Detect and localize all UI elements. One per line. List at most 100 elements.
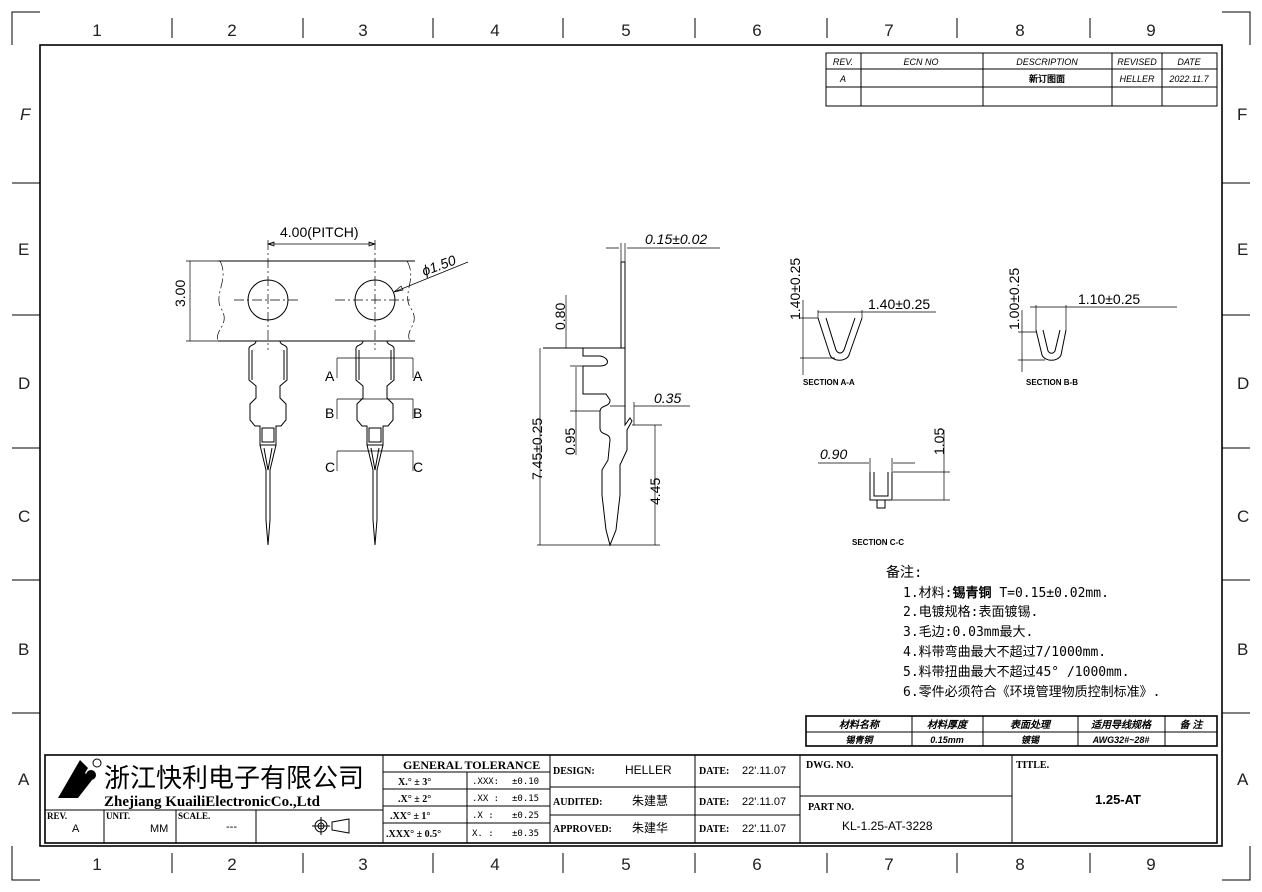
rev-value: A — [72, 823, 80, 835]
rev-label: REV. — [47, 811, 67, 821]
material-value: 0.15mm — [930, 735, 964, 745]
revision-table: REV. ECN NO DESCRIPTION REVISED DATE A 新… — [825, 52, 1218, 107]
zone-row-label: E — [1237, 240, 1248, 259]
zone-col-label: 1 — [92, 855, 101, 874]
tolerance-angle: .XXX° ± 0.5° — [386, 829, 441, 840]
zone-row-label: F — [1237, 105, 1247, 124]
drawing-title: 1.25-AT — [1095, 792, 1141, 807]
zone-labels-right: F E D C B A — [1237, 105, 1249, 789]
section-mark-a: A — [325, 368, 335, 384]
top-view: 4.00(PITCH) 3.00 ϕ1.50 A A B B C C — [172, 224, 469, 546]
zone-row-label: D — [18, 374, 30, 393]
gap-dimension: 0.95 — [562, 428, 578, 455]
note-item: 5.料带扭曲最大不超过45° /1000mm. — [903, 665, 1130, 680]
section-a-width: 1.40±0.25 — [868, 296, 930, 312]
scale-value: --- — [226, 821, 237, 833]
design-label: DESIGN: — [553, 766, 595, 777]
tolerance-title: GENERAL TOLERANCE — [403, 758, 540, 772]
zone-col-label: 7 — [884, 21, 893, 40]
note-item: 1.材料:锡青铜 T=0.15±0.02mm. — [903, 585, 1109, 601]
designer: HELLER — [625, 763, 672, 777]
zone-col-label: 9 — [1146, 21, 1155, 40]
zone-col-label: 4 — [490, 855, 499, 874]
company-logo — [58, 758, 102, 798]
zone-col-label: 8 — [1015, 21, 1024, 40]
material-value: AWG32#~28# — [1092, 735, 1150, 745]
audited-date: 22'.11.07 — [742, 796, 786, 808]
zone-col-label: 5 — [621, 21, 630, 40]
section-mark-c: C — [413, 459, 423, 475]
tab-height-dimension: 0.80 — [552, 303, 568, 330]
zone-col-label: 6 — [752, 21, 761, 40]
approver: 朱建华 — [632, 821, 668, 835]
section-c-width: 0.90 — [820, 446, 847, 462]
zone-col-label: 1 — [92, 21, 101, 40]
terminal — [248, 340, 288, 546]
tolerance-angle: X.° ± 3° — [398, 777, 431, 788]
section-b-label: SECTION B-B — [1026, 378, 1078, 387]
revised-header: REVISED — [1117, 57, 1157, 67]
dwg-no-label: DWG. NO. — [806, 760, 854, 771]
tolerance-angle: .XX° ± 1° — [390, 811, 430, 822]
note-item: 3.毛边:0.03mm最大. — [903, 625, 1033, 640]
projection-symbol — [312, 817, 350, 835]
zone-col-label: 2 — [227, 21, 236, 40]
tolerance-linear-value: ±0.35 — [512, 829, 539, 839]
date-label: DATE: — [699, 797, 729, 808]
zone-row-label: A — [1237, 770, 1249, 789]
pitch-dimension: 4.00(PITCH) — [280, 224, 359, 240]
rev-header: REV. — [833, 57, 853, 67]
section-a-view: 1.40±0.25 1.40±0.25 SECTION A-A — [787, 258, 936, 387]
tolerance-linear-key: .XX : — [472, 794, 499, 804]
material-header: 备 注 — [1180, 719, 1205, 731]
section-mark-b: B — [325, 405, 334, 421]
approved-date: 22'.11.07 — [742, 823, 786, 835]
zone-row-label: D — [1237, 374, 1249, 393]
material-header: 材料厚度 — [927, 719, 969, 731]
material-header: 材料名称 — [839, 719, 881, 731]
approved-label: APPROVED: — [553, 824, 612, 835]
company-name-en: Zhejiang KuailiElectronicCo.,Ltd — [104, 794, 321, 810]
part-number: KL-1.25-AT-3228 — [842, 819, 933, 833]
material-value: 锡青铜 — [845, 735, 874, 745]
zone-row-label: B — [18, 640, 29, 659]
ecn-header: ECN NO — [903, 57, 938, 67]
section-b-height: 1.00±0.25 — [1006, 268, 1022, 330]
unit-label: UNIT. — [106, 811, 130, 821]
zone-col-label: 5 — [621, 855, 630, 874]
note-item: 4.料带弯曲最大不超过7/1000mm. — [903, 644, 1106, 660]
description-header: DESCRIPTION — [1016, 57, 1078, 67]
date-label: DATE: — [699, 766, 729, 777]
description-value: 新订图面 — [1029, 73, 1065, 84]
part-no-label: PART NO. — [808, 802, 854, 813]
zone-col-label: 8 — [1015, 855, 1024, 874]
section-c-view: 0.90 1.05 SECTION C-C — [818, 428, 950, 547]
section-mark-c: C — [325, 459, 335, 475]
date-label: DATE: — [699, 824, 729, 835]
strip-height-dimension: 3.00 — [172, 280, 188, 307]
zone-row-label: C — [18, 507, 30, 526]
date-value: 2022.11.7 — [1168, 74, 1209, 84]
tolerance-linear-key: .X : — [472, 811, 494, 821]
tolerance-linear-value: ±0.15 — [512, 794, 539, 804]
sheet-frame: 1 2 3 4 5 6 7 8 9 1 2 3 4 5 6 7 8 9 F E … — [11, 11, 1251, 881]
section-mark-b: B — [413, 405, 422, 421]
auditor: 朱建慧 — [632, 793, 668, 808]
design-date: 22'.11.07 — [742, 765, 786, 777]
zone-col-label: 3 — [358, 21, 367, 40]
title-block: 浙江快利电子有限公司 Zhejiang KuailiElectronicCo.,… — [44, 754, 1218, 844]
zone-col-label: 6 — [752, 855, 761, 874]
zone-col-label: 2 — [227, 855, 236, 874]
material-header: 适用导线规格 — [1091, 719, 1152, 731]
notes: 备注: 1.材料:锡青铜 T=0.15±0.02mm. 2.电镀规格:表面镀锡.… — [886, 564, 1160, 700]
zone-row-label: A — [18, 770, 30, 789]
rev-value: A — [839, 74, 846, 84]
title-label: TITLE. — [1016, 760, 1050, 771]
side-view: 0.15±0.02 0.80 7.45±0.25 0.95 0.35 4.45 — [529, 231, 720, 547]
offset-dimension: 0.35 — [654, 390, 681, 406]
tolerance-linear-key: .XXX: — [472, 777, 499, 787]
tolerance-linear-key: X. : — [472, 829, 494, 839]
zone-row-label: C — [1237, 507, 1249, 526]
zone-col-label: 7 — [884, 855, 893, 874]
tolerance-linear-value: ±0.25 — [512, 811, 539, 821]
